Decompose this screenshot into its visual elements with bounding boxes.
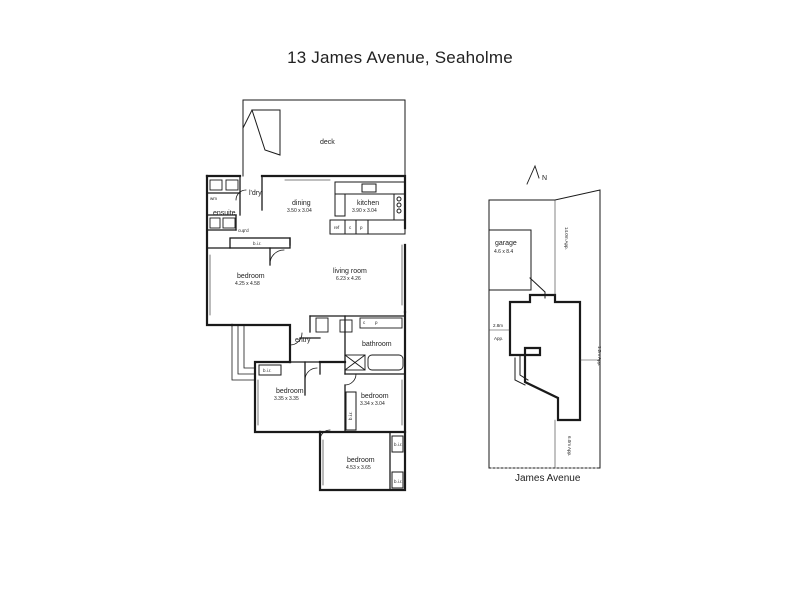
site-plan: [488, 189, 601, 469]
street-label: James Avenue: [515, 473, 581, 484]
site-side-right: 1.2m App.: [597, 346, 602, 366]
deck-outline: [242, 99, 406, 177]
label-bir-4b: b.i.r.: [394, 479, 403, 484]
room-dims-bedroom-4: 4.53 x 3.65: [346, 465, 371, 471]
kitchen-benches: [329, 181, 406, 235]
label-wm: wm: [210, 196, 217, 201]
label-p2: p: [375, 320, 378, 325]
site-side-left: 2.8m: [493, 323, 503, 328]
room-dims-dining: 3.50 x 3.04: [287, 208, 312, 214]
interior-walls: [206, 175, 406, 491]
site-label-garage: garage: [495, 240, 517, 247]
room-dims-bedroom-3: 3.34 x 3.04: [360, 401, 385, 407]
site-dims-garage: 4.6 x 8.4: [494, 249, 513, 255]
room-label-bedroom-4: bedroom: [347, 457, 375, 464]
room-dims-bedroom-2: 3.35 x 3.35: [274, 396, 299, 402]
label-bir-2: b.i.r.: [263, 368, 272, 373]
north-label: N: [542, 175, 547, 182]
room-label-kitchen: kitchen: [357, 200, 379, 207]
room-label-dining: dining: [292, 200, 311, 207]
plan-title: 13 James Avenue, Seaholme: [287, 48, 513, 67]
label-p: p: [360, 225, 363, 230]
site-front-setback: 6.0m App.: [567, 436, 572, 456]
room-label-bathroom: bathroom: [362, 341, 392, 348]
label-bir-main: b.i.r.: [253, 241, 262, 246]
label-ref: ref: [334, 225, 340, 230]
room-label-deck: deck: [320, 139, 335, 146]
windows: [209, 179, 403, 486]
room-label-bedroom-3: bedroom: [361, 393, 389, 400]
room-label-living: living room: [333, 268, 367, 275]
label-bir-3: b.i.r.: [348, 411, 353, 420]
room-label-laundry: l'dry: [249, 190, 262, 197]
label-cupd: cup'd: [238, 228, 249, 233]
room-label-bedroom-2: bedroom: [276, 388, 304, 395]
room-label-bedroom-main: bedroom: [237, 273, 265, 280]
site-side-left-app: App.: [494, 336, 503, 341]
dimension-lines: [488, 199, 601, 469]
bathroom-fixtures: [209, 179, 404, 371]
room-dims-kitchen: 3.90 x 3.04: [352, 208, 377, 214]
doors: [235, 189, 357, 441]
entry-steps: [231, 324, 256, 381]
label-c2: c: [363, 320, 366, 325]
robes: [258, 364, 404, 489]
room-dims-living: 6.23 x 4.26: [336, 276, 361, 282]
label-c: c: [349, 225, 352, 230]
room-label-ensuite: ensuite: [213, 210, 236, 217]
site-rear-setback: 14.0m App.: [564, 227, 569, 250]
house-walls: [205, 174, 407, 492]
north-arrow-icon: [526, 164, 540, 185]
label-bir-4a: b.i.r.: [394, 442, 403, 447]
room-dims-bedroom-main: 4.25 x 4.58: [235, 281, 260, 287]
room-label-entry: entry: [295, 337, 311, 344]
